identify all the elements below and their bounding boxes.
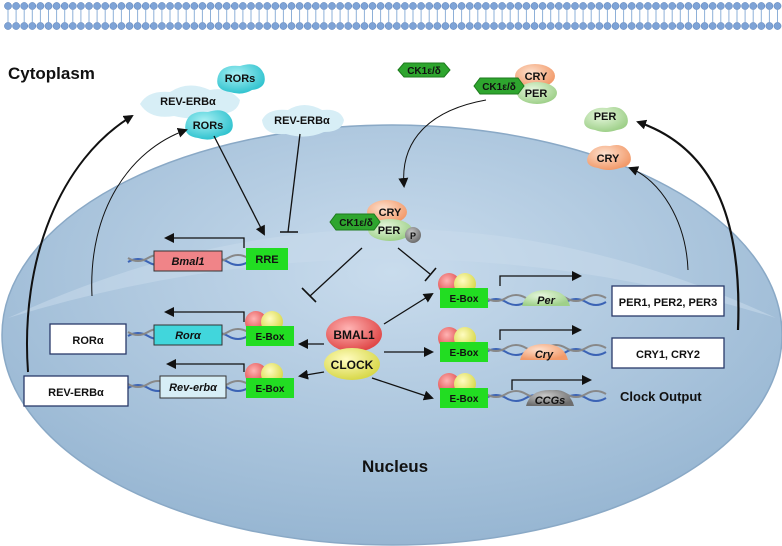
rre-element: RRE	[246, 248, 288, 270]
product-cry-box: CRY1, CRY2	[611, 337, 725, 369]
cyto-complex-per-label: PER	[525, 88, 548, 100]
cyto-rev-erba-mid-label: REV-ERBα	[274, 115, 330, 127]
gene-ccgs-label: CCGs	[535, 395, 566, 407]
nuc-ck1-cry-per-complex: CK1ε/δ CRY PER P	[329, 200, 421, 243]
cytoplasm-arrows	[26, 99, 740, 373]
gene-ccgs: CCGs	[526, 390, 574, 407]
product-per-label: PER1, PER2, PER3	[619, 297, 717, 309]
cyto-per-label: PER	[594, 111, 617, 123]
product-rev-erba-box: REV-ERBα	[23, 375, 129, 407]
cyto-rors-top-label: RORs	[225, 73, 256, 85]
cyto-rev-erba-label: REV-ERBα	[160, 96, 216, 108]
gene-per: Per	[522, 290, 570, 307]
bmal1-label: BMAL1	[333, 328, 375, 342]
product-rora-box: RORα	[49, 323, 127, 355]
rre-label: RRE	[255, 254, 278, 266]
cyto-rors-mid: RORs	[185, 110, 233, 140]
arrow-per-export	[636, 119, 740, 331]
gene-rora: Rorα	[153, 307, 245, 346]
ebox-cry-label: E-Box	[450, 348, 479, 359]
ebox-ccgs: E-Box	[438, 373, 592, 408]
arrow-complex-import	[398, 99, 487, 188]
cyto-rev-erba-mid-cloud: REV-ERBα	[262, 105, 344, 137]
cyto-complex-cry-label: CRY	[525, 71, 548, 83]
product-per-box: PER1, PER2, PER3	[611, 285, 725, 317]
gene-cry-label: Cry	[535, 349, 554, 361]
cyto-ck1-free-label: CK1ε/δ	[407, 66, 441, 77]
ebox-cry: E-Box	[438, 325, 582, 362]
nuc-complex-cry-label: CRY	[379, 207, 402, 219]
cyto-cry: CRY	[587, 145, 631, 170]
clock-output-label: Clock Output	[620, 389, 702, 404]
gene-rev-erba: Rev-erbα	[159, 359, 245, 399]
arrow-rors-to-rre	[213, 135, 265, 236]
cyto-ck1-free: CK1ε/δ	[397, 62, 451, 78]
ebox-rora-label: E-Box	[256, 332, 285, 343]
gene-cry: Cry	[520, 344, 568, 361]
cyto-ck1-cry-per-complex: CK1ε/δ CRY PER	[473, 64, 557, 104]
ebox-rev-erba-label: E-Box	[256, 384, 285, 395]
ebox-per-label: E-Box	[450, 294, 479, 305]
arrow-rora-export	[91, 127, 188, 297]
cyto-complex-ck1-label: CK1ε/δ	[482, 82, 516, 93]
gene-bmal1: Bmal1	[153, 233, 245, 272]
arrow-rev-erba-export	[26, 114, 134, 373]
ebox-rora: E-Box	[245, 311, 294, 346]
nuc-complex-per-label: PER	[378, 225, 401, 237]
activation-arrows	[298, 292, 434, 401]
cyto-rev-erba-cloud: REV-ERBα	[140, 85, 240, 119]
cyto-rors-mid-label: RORs	[193, 120, 224, 132]
ebox-per: E-Box	[438, 271, 582, 308]
cell-membrane	[4, 2, 782, 30]
gene-rora-label: Rorα	[175, 330, 202, 342]
nuc-complex-ck1-label: CK1ε/δ	[339, 218, 373, 229]
gene-rev-erba-label: Rev-erbα	[169, 382, 218, 394]
nucleus-label: Nucleus	[362, 457, 428, 476]
gene-per-label: Per	[537, 295, 555, 307]
product-cry-label: CRY1, CRY2	[636, 349, 700, 361]
product-rev-erba-label: REV-ERBα	[48, 387, 104, 399]
product-rora-label: RORα	[72, 335, 103, 347]
arrow-cry-export	[628, 166, 689, 271]
cyto-per: PER	[584, 107, 628, 132]
cyto-rors-top: RORs	[217, 64, 265, 94]
ebox-rev-erba: E-Box	[245, 363, 294, 398]
gene-bmal1-label: Bmal1	[171, 256, 204, 268]
nuc-complex-p-label: P	[410, 231, 416, 241]
ebox-ccgs-label: E-Box	[450, 394, 479, 405]
complex-inhibitions	[301, 247, 437, 303]
cyto-cry-label: CRY	[597, 153, 620, 165]
bmal1-clock-heterodimer: BMAL1 CLOCK	[324, 316, 382, 380]
clock-label: CLOCK	[331, 358, 374, 372]
inhibit-reverb-to-rre	[287, 133, 301, 233]
cytoplasm-label: Cytoplasm	[8, 64, 95, 83]
